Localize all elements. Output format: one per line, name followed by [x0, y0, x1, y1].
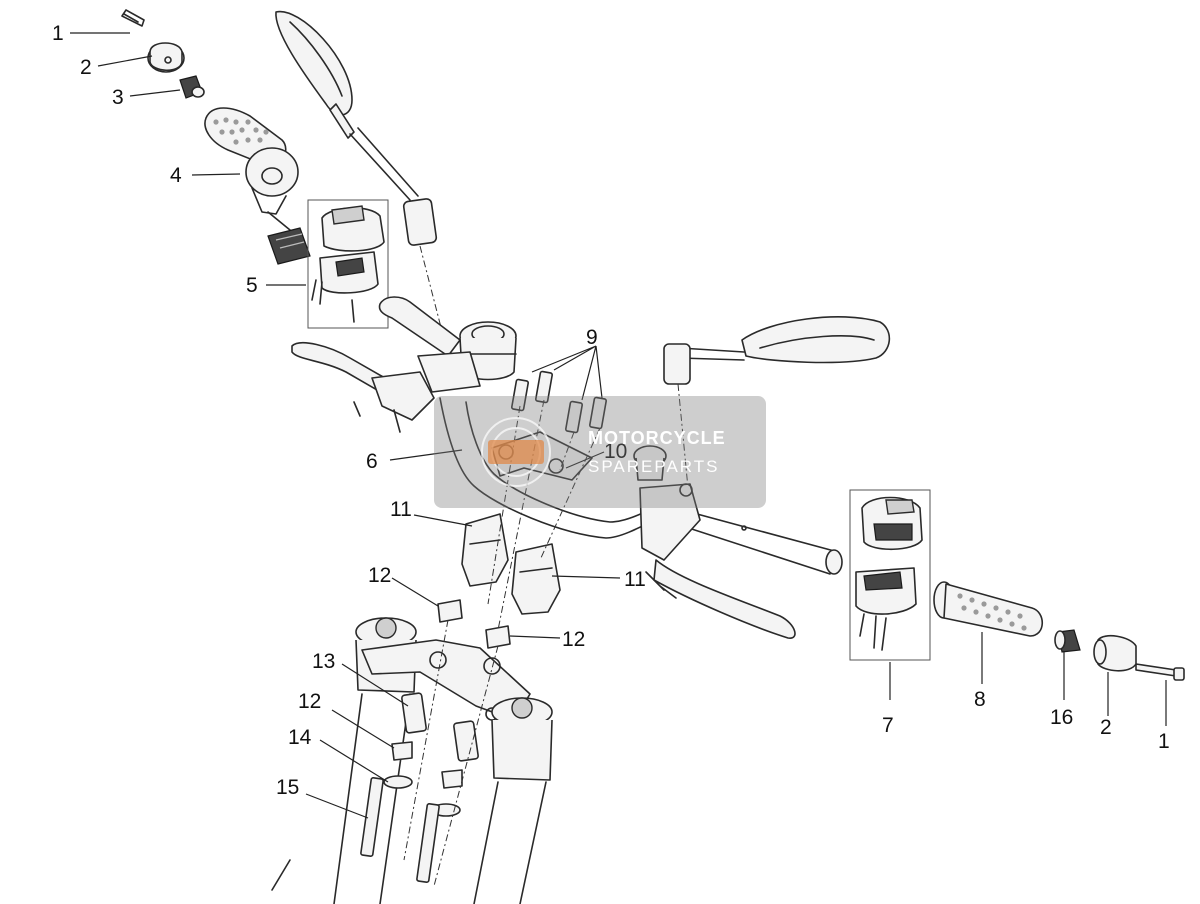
right-grip-texture: [957, 593, 1027, 631]
right-reservoir: [633, 445, 667, 481]
callout-11-left: 11: [390, 498, 412, 521]
right-switch-box: [849, 489, 931, 661]
upper-clamp-bolts: [511, 370, 607, 434]
axis-bolt-3: [559, 431, 575, 471]
right-grip: [933, 581, 1044, 637]
left-bar-end-weight: [147, 42, 185, 73]
watermark: MOTORCYCLE SPAREPARTS: [434, 396, 766, 508]
right-bar-end-insert: [1054, 629, 1081, 653]
axis-bolt-1: [487, 405, 521, 605]
leader-lines: [70, 32, 1167, 819]
callout-10: 10: [604, 440, 627, 463]
callout-14: 14: [288, 726, 312, 749]
left-switch-box: [307, 199, 389, 329]
axis-bolt-2: [497, 399, 545, 631]
mirror-axis-right: [677, 383, 689, 489]
riser-right: [511, 543, 561, 615]
watermark-line-1: MOTORCYCLE: [588, 428, 726, 448]
callout-13: 13: [312, 650, 335, 673]
right-bar-end-bolt: [1135, 663, 1185, 681]
right-bar-end-weight: [1093, 634, 1137, 672]
callout-9: 9: [586, 326, 598, 349]
callout-1-left: 1: [52, 22, 64, 45]
rubber-bushings: [437, 599, 511, 649]
callout-8: 8: [974, 688, 986, 711]
riser-left: [461, 513, 509, 587]
left-mirror: [275, 10, 438, 246]
callout-11-right: 11: [624, 568, 646, 591]
left-grip: [204, 107, 299, 231]
axis-lower-1: [403, 619, 449, 861]
callout-6: 6: [366, 450, 378, 473]
watermark-box: [434, 396, 766, 508]
right-mirror: [663, 316, 891, 385]
callout-12-lower: 12: [298, 690, 321, 713]
callout-3: 3: [112, 86, 124, 109]
right-lever-assembly: [639, 483, 796, 639]
left-bar-tube: [378, 296, 481, 393]
callout-12-upper-left: 12: [368, 564, 391, 587]
watermark-line-2: SPAREPARTS: [588, 457, 719, 476]
axis-bolt-4: [539, 427, 601, 561]
left-switch-connector: [267, 227, 311, 265]
callout-4: 4: [170, 164, 182, 187]
callout-2-left: 2: [80, 56, 92, 79]
callout-12-upper-right: 12: [562, 628, 585, 651]
callout-5: 5: [246, 274, 258, 297]
axis-lower-2: [433, 645, 499, 887]
left-bar-end-bolt: [121, 9, 145, 27]
callout-1-right: 1: [1158, 730, 1170, 753]
left-grip-texture: [213, 117, 269, 145]
callout-16: 16: [1050, 706, 1073, 729]
fork-right: [271, 697, 553, 904]
callout-7: 7: [882, 714, 894, 737]
watermark-logo-icon: [481, 417, 551, 487]
callout-15: 15: [276, 776, 299, 799]
lower-fasteners: [360, 692, 479, 883]
callout-2-right: 2: [1100, 716, 1112, 739]
left-bar-end-insert: [179, 75, 205, 99]
callout-labels: 1 2 3 4 5 6 9 10 11 11 12 12 13 12 14 15…: [52, 22, 1170, 799]
left-lever: [291, 342, 435, 433]
